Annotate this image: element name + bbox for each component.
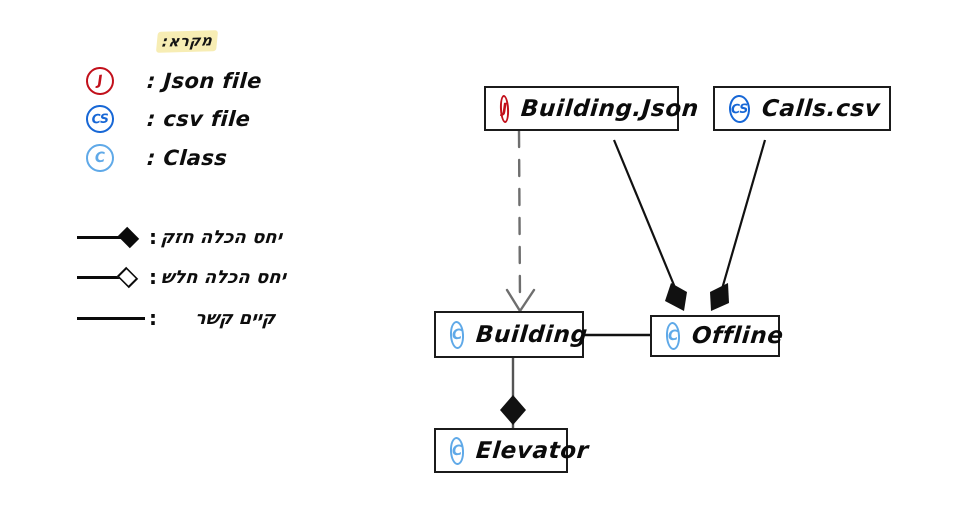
legend-relation-label: קיים קשר [194,307,277,329]
node-building[interactable]: C Building [434,311,589,358]
legend-entry-json-file: J : Json file [85,66,263,96]
legend-entry-class: C : Class [85,143,229,173]
hollow-diamond-icon [77,264,147,290]
node-calls-csv[interactable]: CS Calls.csv [713,86,891,131]
edge-building-to-elevator [500,358,526,428]
json-file-badge-icon: J [499,94,510,123]
class-badge-icon: C [449,320,466,349]
legend-entry-label: : Json file [146,69,263,93]
edge-building-json-to-offline [612,139,687,311]
legend-relation-weak-containment: : יחס הכלה חלש [77,264,287,290]
node-label: Building [475,321,590,348]
legend-relation-colon: : [149,225,157,249]
legend-relation-colon: : [149,265,157,289]
legend-relation-strong-containment: : יחס הכלה חזק [77,224,283,250]
node-label: Building.Json [520,95,701,122]
json-file-badge-icon: J [85,66,115,96]
node-label: Calls.csv [760,95,882,122]
node-label: Offline [691,323,785,349]
legend-relation-label: יחס הכלה חלש [160,266,287,288]
node-offline[interactable]: C Offline [650,315,785,357]
legend-entry-label: : csv file [146,107,252,131]
csv-file-badge-icon: CS [728,93,751,124]
csv-file-badge-icon: CS [85,104,115,134]
filled-diamond-icon [77,224,147,250]
legend-entry-label: : Class [146,146,229,170]
node-elevator[interactable]: C Elevator [434,428,590,473]
plain-line-icon [77,305,147,331]
edge-building-json-to-building [505,129,536,313]
legend-relation-label: יחס הכלה חזק [160,226,283,248]
class-badge-icon: C [85,143,115,173]
class-badge-icon: C [665,321,682,351]
legend-relation-colon: : [149,306,157,330]
legend-relation-association: : קיים קשר [77,305,277,331]
legend-entry-csv-file: CS : csv file [85,104,252,134]
class-badge-icon: C [449,436,466,465]
node-label: Elevator [475,437,591,464]
node-building-json[interactable]: J Building.Json [484,86,700,131]
edge-calls-csv-to-offline [710,139,767,311]
legend-title: מקרא: [155,30,219,53]
